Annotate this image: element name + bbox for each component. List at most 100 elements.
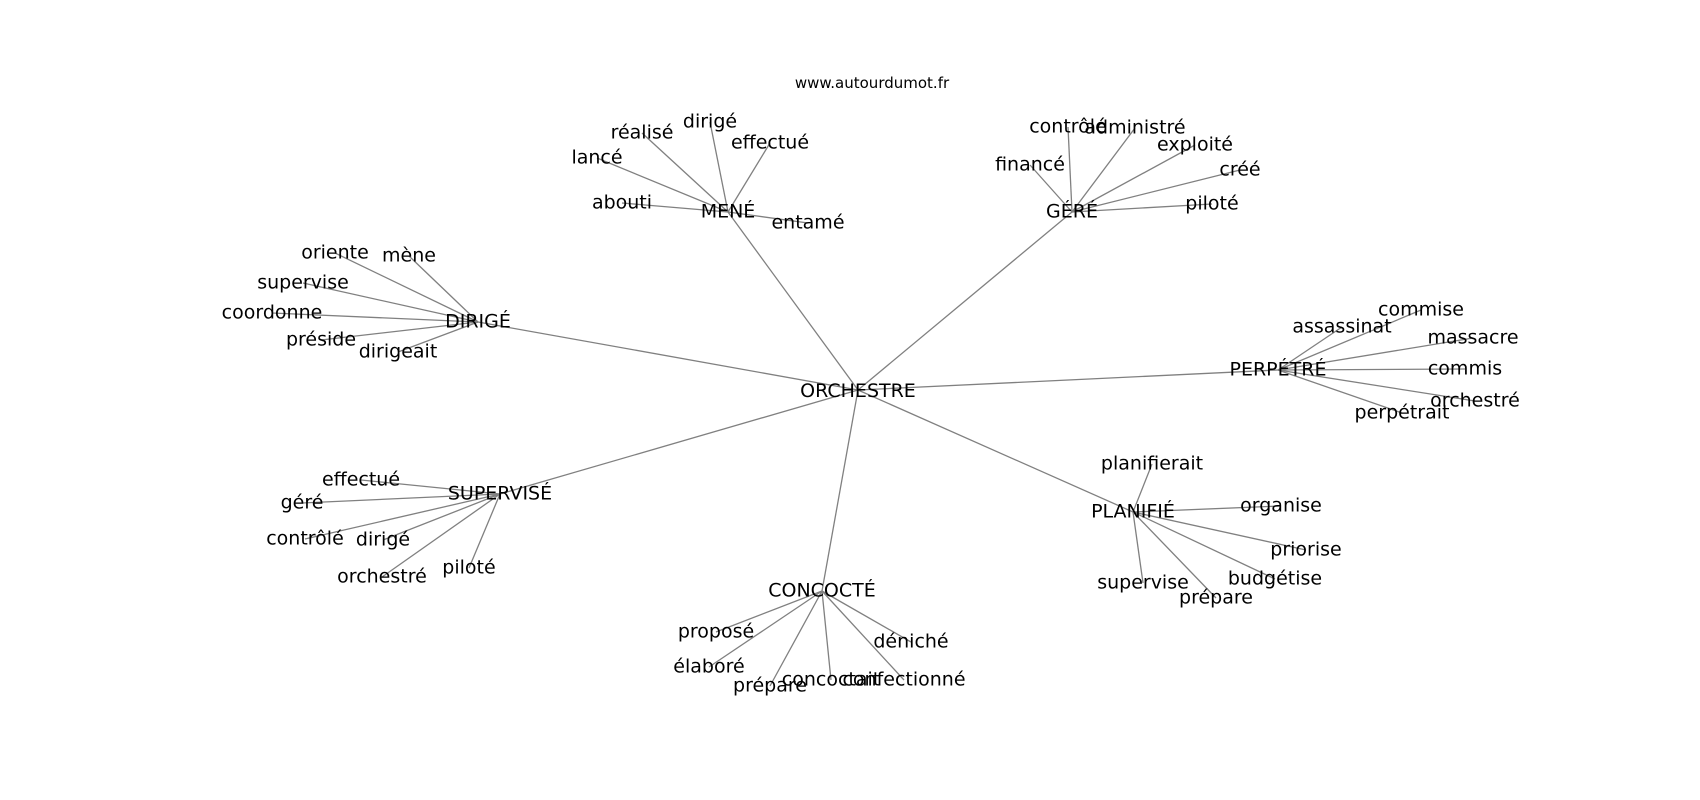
hub-leaf-edge [1132, 511, 1144, 584]
leaf-node-label: réalisé [611, 122, 674, 144]
leaf-node-label: planifierait [1101, 453, 1203, 475]
hub-leaf-edge [1277, 326, 1343, 371]
hub-leaf-edge [641, 132, 729, 213]
leaf-node-label: effectué [731, 132, 809, 154]
leaf-node-label: commis [1428, 358, 1502, 380]
hub-node-label: GÉRÉ [1046, 200, 1098, 223]
hub-node-label: DIRIGÉ [445, 310, 511, 333]
leaf-node-label: administré [1084, 117, 1185, 139]
leaf-node-label: oriente [301, 242, 369, 264]
hub-leaf-edge [360, 479, 501, 495]
hub-leaf-edge [769, 590, 823, 687]
hub-leaf-edge [1132, 463, 1153, 513]
leaf-node-label: effectué [322, 469, 400, 491]
hub-leaf-edge [382, 493, 501, 541]
hub-leaf-edge [302, 282, 479, 323]
leaf-node-label: supervise [257, 272, 349, 294]
leaf-node-label: dirigé [356, 529, 410, 551]
leaf-node-label: coordonne [222, 302, 323, 324]
leaf-node-label: priorise [1270, 539, 1341, 561]
root-hub-edge [821, 389, 859, 592]
leaf-node-label: entamé [771, 212, 844, 234]
hub-leaf-edge [304, 493, 501, 540]
hub-leaf-edge [1277, 309, 1422, 371]
leaf-node-label: budgétise [1228, 568, 1322, 590]
leaf-node-label: concoctait [782, 669, 880, 691]
hub-leaf-edge [821, 590, 912, 643]
leaf-node-label: commise [1378, 299, 1464, 321]
leaf-node-label: mène [382, 245, 436, 267]
site-url: www.autourdumot.fr [795, 74, 950, 92]
hub-leaf-edge [1071, 144, 1196, 213]
leaf-node-label: financé [995, 154, 1065, 176]
hub-node-label: CONCOCTÉ [768, 579, 876, 602]
graph-edges [271, 121, 1476, 687]
hub-leaf-edge [397, 321, 479, 353]
leaf-node-label: massacre [1427, 327, 1518, 349]
leaf-node-label: exploité [1157, 134, 1233, 156]
hub-leaf-edge [1132, 511, 1217, 599]
hub-leaf-edge [1029, 164, 1073, 213]
hub-leaf-edge [1277, 337, 1474, 371]
hub-leaf-edge [621, 202, 729, 213]
hub-leaf-edge [271, 312, 479, 323]
leaf-node-label: orchestré [337, 566, 427, 588]
hub-node-label: MENÉ [701, 200, 756, 223]
leaf-node-label: contrôlé [1029, 116, 1107, 138]
leaf-node-label: lancé [571, 147, 622, 169]
hub-leaf-edge [1071, 127, 1136, 213]
leaf-node-label: dirigeait [359, 341, 438, 363]
leaf-node-label: préside [286, 329, 356, 351]
leaf-node-label: prépare [1179, 587, 1253, 609]
leaf-node-label: perpétrait [1355, 402, 1450, 424]
leaf-node-label: déniché [873, 631, 948, 653]
hub-leaf-edge [821, 590, 905, 681]
leaf-node-label: piloté [1185, 193, 1238, 215]
hub-leaf-edge [1132, 511, 1276, 580]
leaf-node-label: créé [1219, 159, 1260, 181]
hub-leaf-edge [727, 142, 771, 213]
hub-leaf-edge [320, 321, 479, 341]
leaf-node-label: assassinat [1292, 316, 1391, 338]
graph-labels: www.autourdumot.fr ORCHESTRE abouti lancé… [222, 74, 1520, 697]
leaf-node-label: organise [1240, 495, 1322, 517]
root-node-label: ORCHESTRE [800, 380, 916, 402]
root-hub-edge [499, 389, 859, 495]
hub-node-label: PLANIFIÉ [1091, 500, 1175, 523]
root-hub-edge [727, 211, 859, 391]
hub-node-label: PERPÉTRÉ [1230, 358, 1327, 381]
hub-leaf-edge [727, 211, 809, 224]
hub-leaf-edge [821, 590, 832, 681]
hub-leaf-edge [1277, 369, 1476, 402]
hub-leaf-edge [709, 121, 729, 213]
leaf-node-label: abouti [592, 192, 652, 214]
hub-leaf-edge [715, 590, 823, 633]
leaf-node-label: dirigé [683, 111, 737, 133]
leaf-node-label: contrôlé [266, 528, 344, 550]
hub-leaf-edge [468, 493, 501, 569]
hub-leaf-edge [1067, 126, 1073, 213]
leaf-node-label: géré [281, 492, 324, 514]
hub-node-label: SUPERVISÉ [448, 482, 552, 505]
hub-leaf-edge [708, 590, 823, 668]
leaf-node-label: orchestré [1430, 390, 1520, 412]
leaf-node-label: prépare [733, 675, 807, 697]
root-hub-edge [857, 389, 1134, 513]
hub-leaf-edge [334, 252, 479, 323]
hub-leaf-edge [1132, 511, 1307, 551]
root-hub-edge [857, 369, 1279, 391]
leaf-node-label: piloté [442, 557, 495, 579]
hub-leaf-edge [381, 493, 501, 578]
hub-leaf-edge [408, 255, 479, 323]
hub-leaf-edge [1277, 369, 1403, 414]
hub-leaf-edge [596, 157, 729, 213]
root-hub-edge [477, 321, 859, 391]
hub-leaf-edge [1071, 169, 1241, 213]
hub-leaf-edge [1132, 505, 1282, 513]
root-hub-edge [857, 211, 1073, 391]
leaf-node-label: élaboré [673, 656, 744, 678]
leaf-node-label: confectionné [842, 669, 965, 691]
hub-leaf-edge [1071, 203, 1213, 213]
hub-leaf-edge [301, 493, 501, 504]
